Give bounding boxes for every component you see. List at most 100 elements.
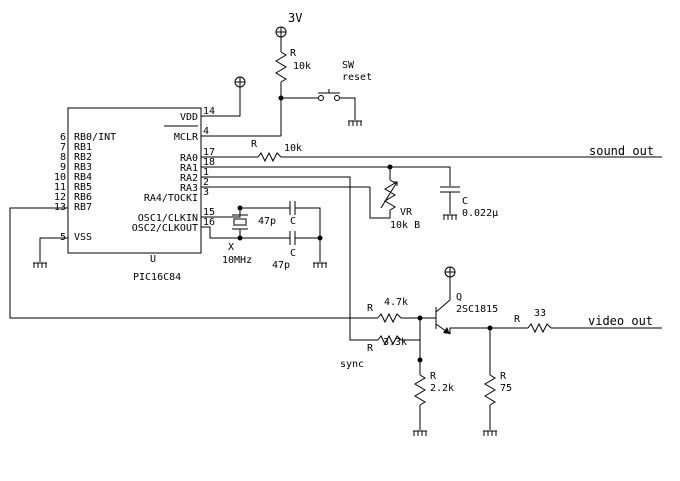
ground-symbol-sound-cap — [443, 214, 457, 220]
termination-resistor — [484, 374, 496, 406]
ic-right-pin-number: 15 — [203, 207, 215, 218]
osc-cap1-ref: C — [290, 216, 296, 227]
termination-resistor-value: 75 — [500, 383, 512, 394]
ic-left-pin-name: RB6 — [74, 192, 92, 203]
ic-right-pin-name: RA1 — [180, 163, 198, 174]
ic-left-pin-name: VSS — [74, 232, 92, 243]
ic-right-pin-name: OSC1/CLKIN — [138, 213, 198, 224]
reset-resistor-value: 10k — [293, 61, 311, 72]
transistor-collector — [435, 299, 451, 313]
ic-left-pin-number: 8 — [60, 152, 66, 163]
ground-symbol-osc — [313, 262, 327, 268]
video-resistor-ref: R — [367, 303, 374, 314]
output-resistor-value: 33 — [534, 308, 546, 319]
ic-right-pin-number: 2 — [203, 177, 209, 188]
bias-resistor — [414, 374, 426, 406]
oscillator-net: X 10MHz 47p C C 47p — [201, 201, 327, 271]
reset-switch-wire — [340, 97, 356, 120]
sound-cap-ref: C — [462, 196, 468, 207]
supply-label: 3V — [288, 11, 302, 25]
video-resistor-value: 4.7k — [384, 297, 408, 308]
ic-left-pin-name: RB1 — [74, 142, 92, 153]
output-resistor-ref: R — [514, 314, 521, 325]
osc2-wire — [201, 226, 290, 239]
bias-resistor-value: 2.2k — [430, 383, 454, 394]
video-resistor — [377, 312, 402, 324]
ic-right-pin-name: RA3 — [180, 183, 198, 194]
output-resistor — [527, 322, 552, 334]
supply-3v: 3V R 10k SW reset — [201, 11, 372, 137]
ic-right-pin-number: 3 — [203, 187, 209, 198]
ic-part-label: PIC16C84 — [133, 272, 181, 283]
pot-zigzag — [384, 179, 396, 211]
ic-left-pin-number: 10 — [54, 172, 66, 183]
crystal-ref: X — [228, 242, 234, 253]
reset-switch-contact-b — [334, 95, 340, 101]
ic-right-pin-number: 16 — [203, 217, 215, 228]
ic-right-pin-name: VDD — [180, 112, 198, 123]
ic-left-pin-name: RB5 — [74, 182, 92, 193]
reset-switch-label: reset — [342, 72, 372, 83]
ic-left-pin-number: 7 — [60, 142, 66, 153]
ic-right-pin-name: RA0 — [180, 153, 198, 164]
ic-right-pin-number: 4 — [203, 126, 209, 137]
ic-right-pin-number: 14 — [203, 106, 215, 117]
ic-left-pin-number: 12 — [54, 192, 66, 203]
ic-left-pin-name: RB4 — [74, 172, 92, 183]
ground-symbol-termination — [483, 430, 497, 436]
ic-left-pin-name: RB0/INT — [74, 132, 116, 143]
reset-resistor-ref: R — [290, 48, 297, 59]
vss-wire — [39, 237, 68, 262]
sync-resistor-value: 3.3k — [383, 337, 407, 348]
ic-left-pin-name: RB2 — [74, 152, 92, 163]
osc-cap2-value: 47p — [272, 260, 290, 271]
vss-ground-net — [33, 237, 68, 268]
sound-resistor — [257, 151, 282, 163]
ic-body — [67, 107, 202, 254]
bias-resistor-ref: R — [430, 371, 437, 382]
pot-ref: VR — [400, 207, 413, 218]
sound-out-label: sound out — [589, 144, 654, 158]
pot-value: 10k B — [390, 220, 420, 231]
ic-right-pin-name: OSC2/CLKOUT — [132, 223, 198, 234]
ic-right-pin-name: MCLR — [174, 132, 199, 143]
crystal-body — [233, 218, 247, 226]
ic-left-pin-number: 9 — [60, 162, 66, 173]
sync-resistor-ref: R — [367, 343, 374, 354]
transistor-part: 2SC1815 — [456, 304, 498, 315]
ground-symbol-bias — [413, 430, 427, 436]
ic-right-pin-number: 18 — [203, 157, 215, 168]
ground-symbol-vss — [33, 262, 47, 268]
sound-resistor-value: 10k — [284, 143, 302, 154]
reset-switch-ref: SW — [342, 60, 355, 71]
ic-left-pin-name: RB7 — [74, 202, 92, 213]
termination-resistor-ref: R — [500, 371, 507, 382]
ic-right-pin-number: 1 — [203, 167, 209, 178]
reset-resistor — [275, 51, 287, 83]
crystal-value: 10MHz — [222, 255, 252, 266]
reset-switch-contact-a — [318, 95, 324, 101]
sound-resistor-ref: R — [251, 139, 258, 150]
ic-left-pin-name: RB3 — [74, 162, 92, 173]
video-output-net: R 4.7k R 3.3k sync R 2.2k — [9, 176, 662, 436]
sync-resistor — [377, 334, 402, 346]
sync-label: sync — [340, 359, 364, 370]
transistor-ref: Q — [456, 292, 462, 303]
ground-symbol-reset — [348, 120, 362, 126]
rb7-wire — [9, 207, 378, 319]
vdd-power-net — [201, 76, 246, 117]
ic-ref-label: U — [150, 254, 156, 265]
ra2-wire — [201, 176, 378, 341]
video-out-label: video out — [588, 314, 653, 328]
transistor-emitter-arrow — [443, 327, 450, 334]
ic-right-pin-number: 17 — [203, 147, 215, 158]
sound-output-net: R 10k sound out C 0.022µ VR 10k B — [201, 139, 662, 231]
ic-left-pin-number: 6 — [60, 132, 66, 143]
ic-right-pin-name: RA4/TOCKI — [144, 193, 198, 204]
osc-cap2-ref: C — [290, 248, 296, 259]
pot-arrow-line — [380, 181, 398, 209]
